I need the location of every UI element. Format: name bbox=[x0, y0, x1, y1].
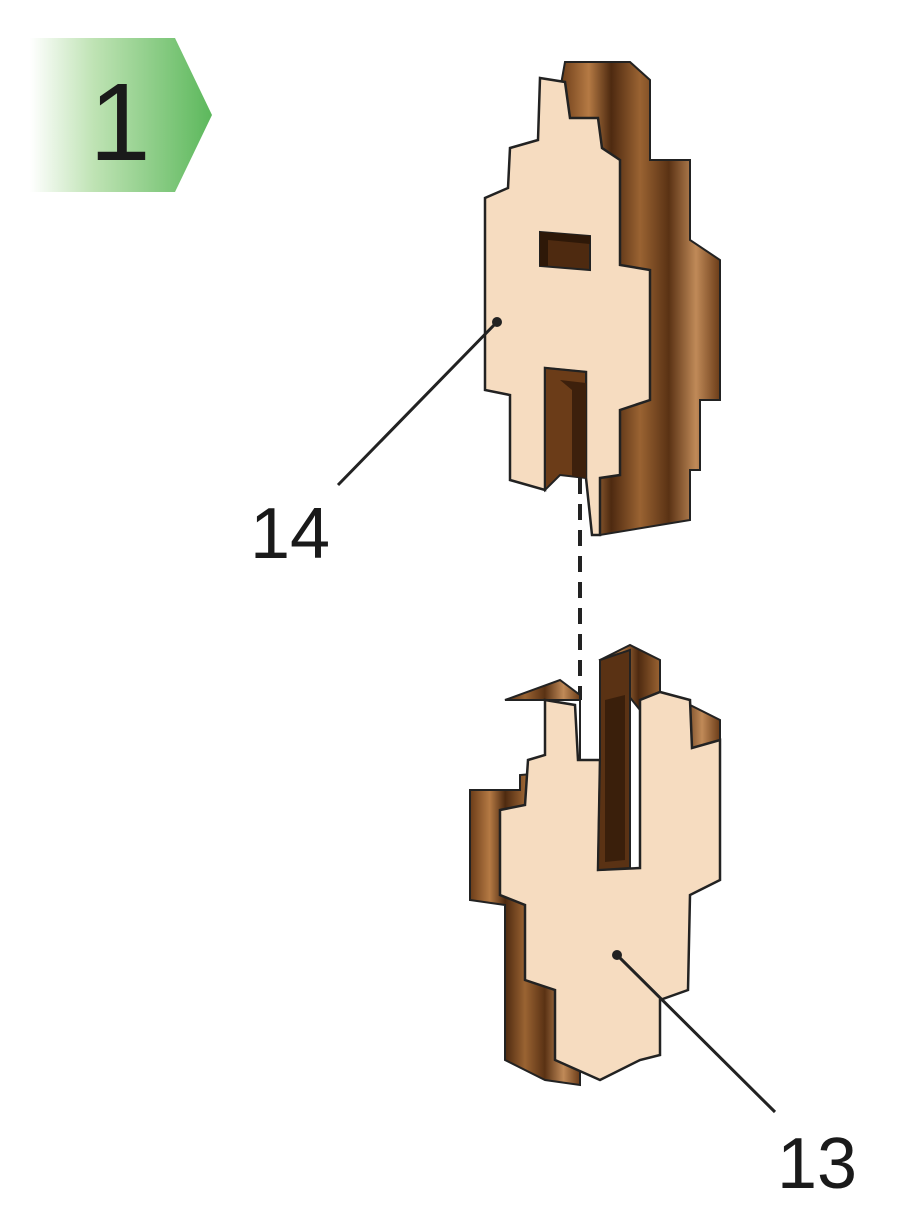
part-label-13: 13 bbox=[777, 1124, 857, 1204]
lower-wood-piece bbox=[469, 643, 722, 1087]
upper-wood-piece bbox=[483, 61, 721, 537]
upper-piece-face bbox=[483, 76, 652, 537]
step-badge: 1 bbox=[30, 38, 212, 192]
part-label-14: 14 bbox=[250, 494, 330, 574]
step-number: 1 bbox=[89, 61, 150, 184]
callout-14: 14 bbox=[250, 317, 502, 574]
callout-13: 13 bbox=[612, 950, 857, 1204]
